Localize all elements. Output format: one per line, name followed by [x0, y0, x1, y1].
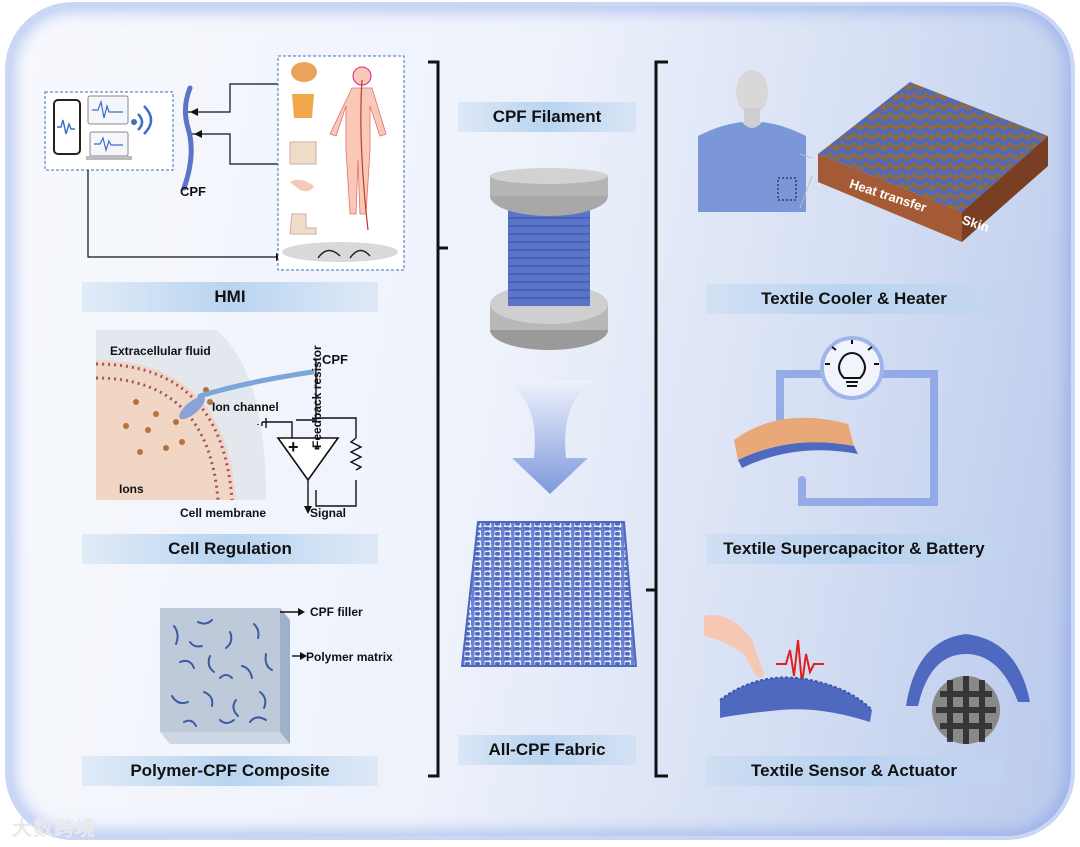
hand-icon — [704, 615, 764, 678]
watermark: 大数跨境 — [12, 812, 96, 841]
cell-regulation-label: Cell Regulation — [82, 534, 378, 564]
all-cpf-fabric-label: All-CPF Fabric — [458, 735, 636, 765]
hmi-cpf-text: CPF — [180, 184, 206, 199]
op-amp-icon — [278, 438, 338, 480]
sensor-label: Textile Sensor & Actuator — [706, 756, 1002, 786]
bulb-icon-circle — [822, 338, 882, 398]
feedback-resistor-text: Feedback resistor — [310, 345, 324, 448]
cpf-filament-label: CPF Filament — [458, 102, 636, 132]
signal-text: Signal — [310, 506, 346, 520]
sensor-illustration — [700, 610, 1040, 750]
extracellular-fluid-text: Extracellular fluid — [110, 344, 211, 358]
mannequin-illustration — [692, 62, 812, 212]
cpf-filler-text: CPF filler — [310, 605, 363, 619]
polymer-matrix-text: Polymer matrix — [306, 650, 393, 664]
spool-illustration — [488, 168, 610, 358]
shirt — [698, 122, 806, 212]
cell-cpf-text: CPF — [322, 352, 348, 367]
supercap-label: Textile Supercapacitor & Battery — [706, 534, 1002, 564]
signal-wave-icon — [776, 640, 824, 684]
composite-illustration — [150, 596, 300, 746]
composite-label: Polymer-CPF Composite — [82, 756, 378, 786]
supercap-illustration — [720, 330, 960, 520]
cooler-textile-illustration — [812, 76, 1052, 246]
right-bracket — [640, 60, 680, 785]
hmi-illustration — [40, 52, 420, 272]
cooler-label: Textile Cooler & Heater — [706, 284, 1002, 314]
ion-channel-text: Ion channel — [212, 400, 279, 414]
ions-text: Ions — [119, 482, 144, 496]
fabric-illustration — [460, 516, 640, 676]
cell-membrane-text: Cell membrane — [180, 506, 266, 520]
left-bracket — [420, 60, 460, 785]
hmi-label: HMI — [82, 282, 378, 312]
cpf-fiber — [184, 88, 191, 188]
op-amp-plus: + — [288, 437, 299, 458]
process-arrow — [500, 380, 600, 496]
